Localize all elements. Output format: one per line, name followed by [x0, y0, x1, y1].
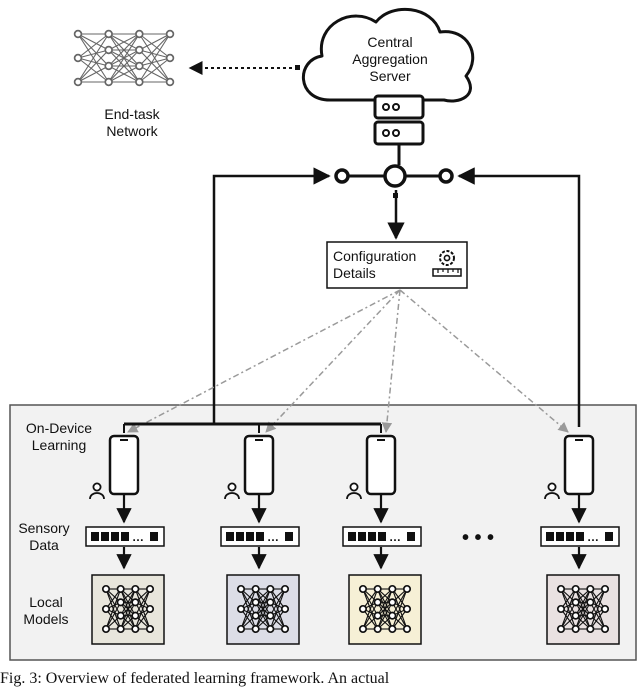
figure-caption: Fig. 3: Overview of federated learning f…	[0, 670, 390, 687]
server-icon	[373, 94, 425, 146]
device-ellipsis: • • •	[462, 527, 494, 549]
config-label-line-1: Configuration	[333, 248, 417, 264]
hub-node-center	[383, 164, 407, 188]
device-column: …	[540, 434, 620, 645]
neural-network-icon	[101, 584, 155, 634]
user-icon	[544, 482, 560, 500]
end-task-label-line-2: Network	[106, 123, 158, 139]
phone-icon	[365, 434, 397, 496]
neural-network-icon	[358, 584, 412, 634]
device-column: …	[85, 434, 165, 645]
server-label-line-1: Central	[367, 34, 413, 50]
neural-network-icon	[236, 584, 290, 634]
phone-icon	[563, 434, 595, 496]
row-label-sensory: Sensory Data	[14, 520, 74, 554]
gear-icon	[439, 250, 455, 266]
hub-node-right	[438, 168, 454, 184]
device-column: …	[220, 434, 300, 645]
hub-node-left	[334, 168, 350, 184]
cloud-icon	[301, 7, 475, 103]
neural-network-icon	[556, 584, 610, 634]
row-label-models-line-2: Models	[23, 611, 69, 627]
uplink-left	[212, 167, 331, 424]
device-column: …	[342, 434, 422, 645]
neural-network-icon	[73, 29, 175, 87]
config-dashed-arrows	[127, 289, 569, 434]
server-label-line-2: Aggregation	[352, 51, 428, 67]
server-label: Central Aggregation Server	[330, 34, 450, 85]
user-icon	[89, 482, 105, 500]
phone-icon	[108, 434, 140, 496]
device-columns: … … … …	[85, 434, 620, 645]
row-label-learning: On-Device Learning	[14, 420, 104, 454]
row-label-learning-line-1: On-Device	[25, 420, 93, 436]
row-label-learning-line-2: Learning	[31, 437, 87, 453]
row-label-sensory-line-2: Data	[29, 537, 59, 553]
config-label-line-2: Details	[333, 265, 376, 281]
ruler-icon	[432, 268, 462, 277]
uplink-right	[457, 167, 581, 427]
svg-text:…: …	[267, 530, 279, 544]
phone-icon	[243, 434, 275, 496]
config-label: Configuration Details	[333, 248, 433, 282]
row-label-models-line-1: Local	[29, 594, 63, 610]
svg-text:…: …	[587, 530, 599, 544]
server-label-line-3: Server	[369, 68, 411, 84]
row-label-models: Local Models	[16, 594, 76, 628]
user-icon	[346, 482, 362, 500]
svg-text:…: …	[132, 530, 144, 544]
end-task-label-line-1: End-task	[104, 106, 160, 122]
end-task-network-icon	[73, 29, 175, 87]
svg-text:…: …	[389, 530, 401, 544]
end-task-label: End-task Network	[82, 106, 182, 140]
row-label-sensory-line-1: Sensory	[18, 520, 70, 536]
user-icon	[224, 482, 240, 500]
